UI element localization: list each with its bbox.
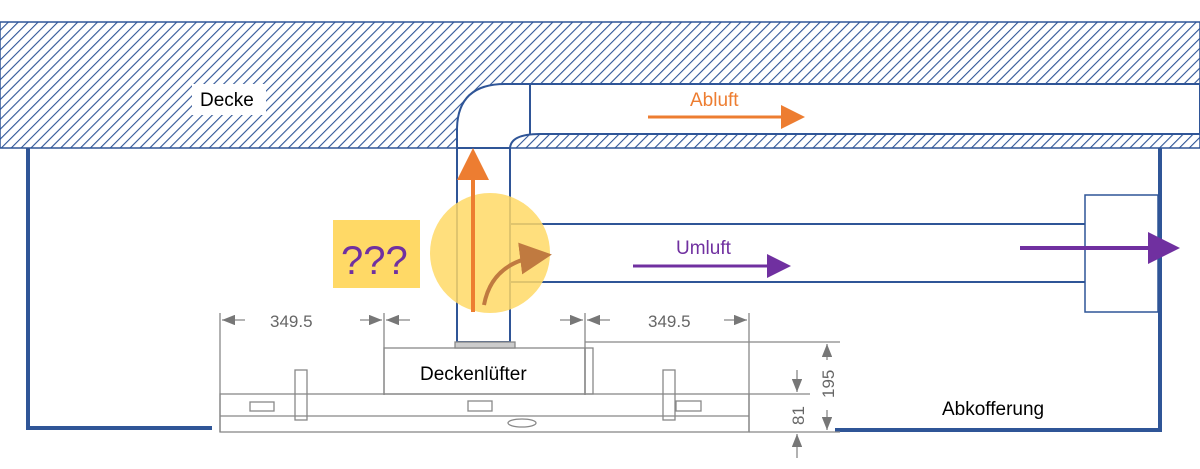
fan-drawing (219, 313, 840, 458)
recirc-curve-arrow (482, 242, 552, 306)
dimension-right: 349.5 (648, 312, 691, 331)
dimension-height-total: 195 (819, 370, 838, 398)
question-box (333, 220, 420, 288)
exhaust-label: Abluft (690, 90, 739, 111)
ceiling-fan-label: Deckenlüfter (420, 364, 527, 385)
outlet-grille (1084, 194, 1159, 313)
ceiling-label-bg (192, 84, 266, 115)
recirc-label: Umluft (676, 238, 732, 259)
enclosure-walls (26, 148, 1162, 432)
dimension-height-lower: 81 (789, 406, 808, 425)
question-label: ??? (341, 239, 408, 283)
enclosure-label: Abkofferung (942, 399, 1044, 420)
ceiling-label: Decke (200, 90, 254, 111)
highlight-circle (430, 193, 550, 313)
ceiling-slab (0, 21, 1200, 150)
dimension-left: 349.5 (270, 312, 313, 331)
recirculation-duct (509, 223, 1088, 283)
